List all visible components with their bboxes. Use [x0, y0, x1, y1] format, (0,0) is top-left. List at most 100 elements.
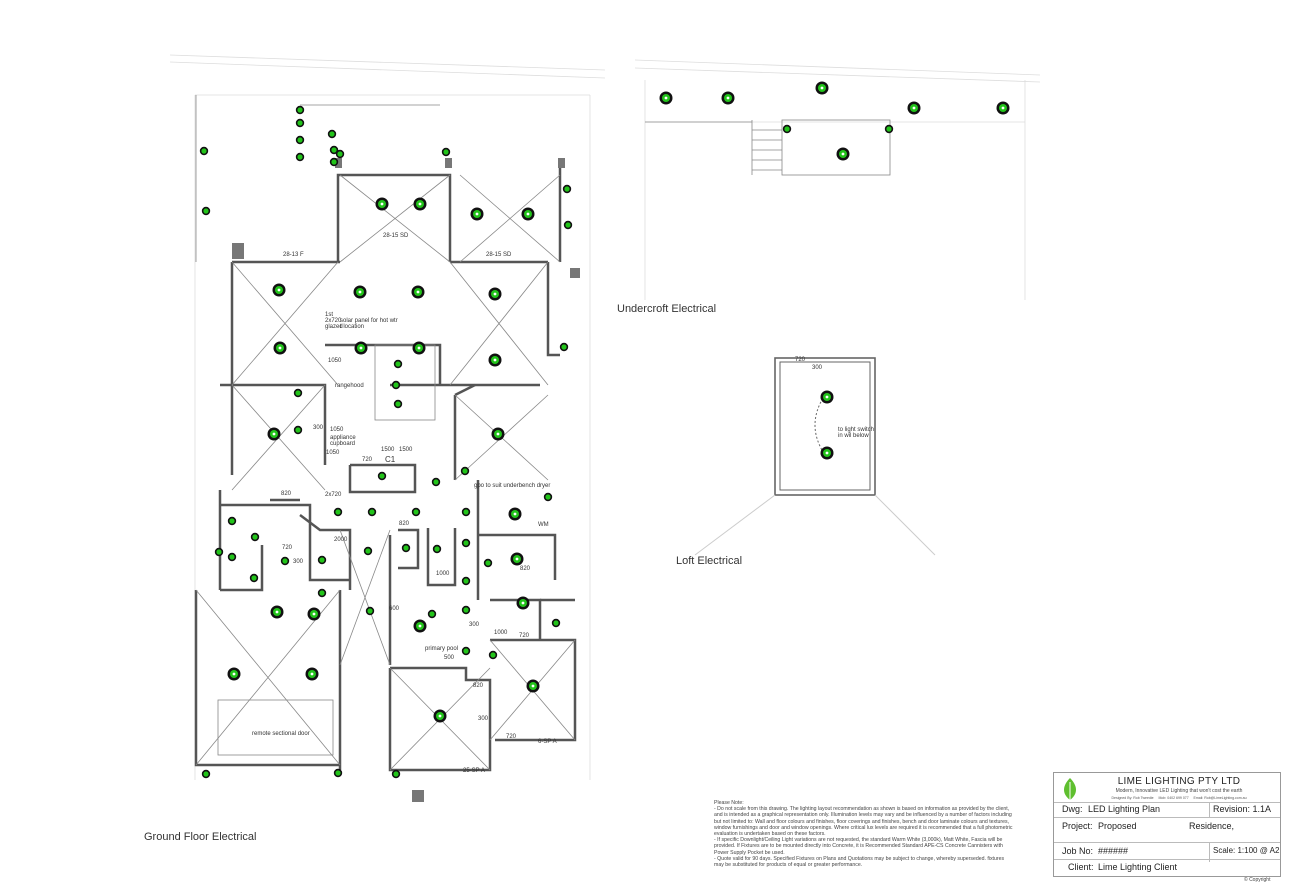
downlight-fixture-center [664, 96, 668, 100]
downlight-fixture-center [493, 292, 497, 296]
small-fixture-inner [379, 473, 385, 479]
dim-label: 820 [399, 521, 410, 527]
downlight-fixture-center [416, 290, 420, 294]
notes-line: - If specific Downlight/Ceiling Light va… [714, 837, 1003, 844]
notes-line: provided. If Fixtures are to be mounted … [714, 843, 1003, 850]
mobile: Mob: 0402 699 077 [1158, 796, 1189, 800]
ground-floor-walls [194, 168, 577, 772]
dim-label: 820 [520, 566, 531, 572]
dim-label: 300 [478, 716, 489, 722]
small-fixture-inner [443, 149, 449, 155]
small-fixture-inner [395, 361, 401, 367]
undercroft-label: Undercroft Electrical [617, 303, 717, 315]
small-fixture-inner [553, 620, 559, 626]
site-boundary [169, 54, 1041, 780]
small-fixture-inner [295, 390, 301, 396]
small-fixture-inner [203, 771, 209, 777]
small-fixture-inner [365, 548, 371, 554]
small-fixture-inner [337, 151, 343, 157]
small-fixture-inner [203, 208, 209, 214]
dim-label: 820 [473, 683, 484, 689]
ground-floor-label: Ground Floor Electrical [144, 831, 257, 843]
job-row: Job No: ###### Scale: 1:100 @ A2 [1054, 842, 1280, 862]
dim-label: 720 [519, 633, 530, 639]
wall-posts [232, 158, 580, 802]
small-fixture-inner [545, 494, 551, 500]
small-fixture-inner [329, 131, 335, 137]
small-fixture-inner [393, 771, 399, 777]
dim-label: 300 [469, 622, 480, 628]
dim-label: 2x720 [325, 492, 342, 498]
small-fixture-inner [565, 222, 571, 228]
downlight-fixture-center [277, 288, 281, 292]
small-fixture-inner [561, 344, 567, 350]
contact-line: Designed By: Rob Tweedie Mob: 0402 699 0… [1084, 796, 1274, 800]
small-fixture-inner [335, 509, 341, 515]
small-fixture-inner [564, 186, 570, 192]
notes-line: - Quote valid for 90 days. Specified Fix… [714, 855, 1005, 862]
dim-label: 720 [362, 457, 373, 463]
small-fixture-inner [319, 557, 325, 563]
dim-label: 1000 [494, 630, 508, 636]
inner-lines [195, 95, 576, 771]
small-fixture-inner [331, 159, 337, 165]
downlight-fixture-center [359, 346, 363, 350]
notes-line: may be substituted for products of equal… [714, 862, 863, 869]
small-fixture-inner [331, 147, 337, 153]
project-value-2: Residence, [1189, 821, 1235, 831]
downlight-fixture-center [312, 612, 316, 616]
small-fixture-inner [463, 648, 469, 654]
dwg-row: Dwg: LED Lighting Plan Revision: 1.1A [1054, 802, 1280, 818]
small-fixture-inner [201, 148, 207, 154]
client-label: Client: [1068, 862, 1094, 872]
downlight-fixture-center [417, 346, 421, 350]
lime-leaf-logo [1064, 778, 1076, 800]
small-fixture-inner [395, 401, 401, 407]
downlight-fixture-center [825, 451, 829, 455]
email: Email: Rob@LimeLighting.com.au [1193, 796, 1247, 800]
loft-plan [694, 357, 936, 556]
solar-note: solar panel for hot wtr t location [340, 318, 398, 330]
notes-heading: Please Note: [714, 800, 744, 806]
project-row: Project: Proposed Residence, [1054, 817, 1280, 842]
small-fixture-inner [462, 468, 468, 474]
notes-line: and is intended as a graphical represent… [714, 812, 1012, 819]
notes-line: but not limited to: Wall and floor colou… [714, 818, 1010, 825]
downlight-fixture-center [493, 358, 497, 362]
notes-line: - Do not scale from this drawing. The li… [714, 806, 1010, 813]
project-label: Project: [1062, 821, 1093, 831]
small-fixture-inner [413, 509, 419, 515]
downlight-fixture-center [438, 714, 442, 718]
notes-line: evaluation is undertaken based on these … [714, 831, 826, 838]
downlight-fixture-center [275, 610, 279, 614]
small-fixture-inner [335, 770, 341, 776]
dim-label: 28-15 SD [383, 233, 409, 239]
copyright: © Copyright [1244, 877, 1271, 883]
scale: Scale: 1:100 @ A2 [1209, 843, 1279, 862]
downlight-fixture-center [825, 395, 829, 399]
small-fixture-inner [251, 575, 257, 581]
dim-label: 1000 [436, 571, 450, 577]
dim-label: 600 [389, 606, 400, 612]
downlight-fixture-center [475, 212, 479, 216]
loft-label: Loft Electrical [676, 555, 743, 567]
dim-label: 1500 [399, 447, 413, 453]
glazed-note: 1st 2x720 glazed [325, 312, 343, 330]
client-value: Lime Lighting Client [1098, 862, 1178, 872]
small-fixture-inner [297, 120, 303, 126]
dim-label: 28-15 SD [486, 252, 512, 258]
small-fixture-inner [295, 427, 301, 433]
small-fixture-inner [886, 126, 892, 132]
drawing-notes: Please Note: - Do not scale from this dr… [714, 800, 1044, 868]
small-fixture-inner [403, 545, 409, 551]
job-label: Job No: [1062, 846, 1094, 856]
notes-line: Power Supply Pocket be used. [714, 849, 785, 856]
job-value: ###### [1098, 846, 1129, 856]
downlight-fixture-center [310, 672, 314, 676]
dim-label: 1050 [328, 358, 342, 364]
dim-label: 300 [293, 559, 304, 565]
revision: Revision: 1.1A [1209, 803, 1271, 818]
downlight-fixture-center [1001, 106, 1005, 110]
dim-label: 1050 [326, 450, 340, 456]
